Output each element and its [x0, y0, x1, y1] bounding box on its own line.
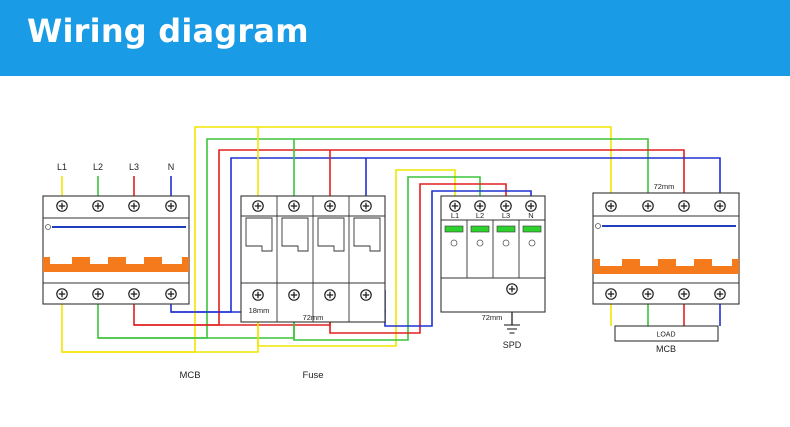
spd-block	[440, 195, 546, 334]
wires	[61, 126, 721, 353]
label-n: N	[168, 162, 175, 172]
page-title: Wiring diagram	[27, 12, 309, 50]
screw-icon	[288, 289, 300, 301]
screw-icon	[605, 288, 617, 300]
spd-label: SPD	[503, 340, 522, 350]
fuse-block	[240, 195, 386, 323]
wiring-diagram: L1 L2 L3 N MCB	[42, 126, 740, 381]
screw-icon	[56, 200, 68, 212]
title-banner: Wiring diagram	[0, 0, 790, 76]
screw-icon	[360, 200, 372, 212]
wire-green-fuse-to-spd	[293, 176, 481, 341]
spd-dim-72mm: 72mm	[482, 313, 503, 322]
spd-terminal-n: N	[528, 211, 533, 220]
spd-terminal-l3: L3	[502, 211, 510, 220]
ground-icon	[504, 324, 520, 334]
load-label: LOAD	[656, 332, 675, 339]
screw-icon	[714, 288, 726, 300]
mcb-left-handles	[43, 257, 189, 272]
wire-yellow-fuse-to-spd	[257, 169, 456, 347]
wire-yellow-top-route	[62, 126, 612, 353]
screw-icon	[474, 200, 486, 212]
mcb-right-label: MCB	[656, 344, 676, 354]
screw-icon	[714, 200, 726, 212]
wire-red-top-route	[134, 149, 685, 326]
mcb-right	[592, 192, 740, 305]
screw-icon	[165, 288, 177, 300]
load-box	[614, 325, 719, 342]
screw-icon	[288, 200, 300, 212]
mcb-left-label: MCB	[179, 370, 200, 381]
mcb-right-handles	[593, 259, 739, 274]
screw-icon	[642, 288, 654, 300]
screw-icon	[500, 200, 512, 212]
screw-icon	[252, 289, 264, 301]
screw-icon	[605, 200, 617, 212]
wire-blue-top-route	[171, 157, 721, 313]
screw-icon	[678, 200, 690, 212]
screw-icon	[324, 200, 336, 212]
spd-terminal-l1: L1	[451, 211, 459, 220]
label-l3: L3	[129, 162, 139, 172]
screw-icon	[449, 200, 461, 212]
wire-red-fuse-to-spd	[329, 183, 507, 334]
screw-icon	[128, 288, 140, 300]
fuse-label: Fuse	[302, 370, 323, 381]
screw-icon	[360, 289, 372, 301]
label-l1: L1	[57, 162, 67, 172]
wire-blue-fuse-to-spd	[384, 190, 532, 327]
fuse-holders	[245, 217, 381, 252]
screw-icon	[506, 283, 518, 295]
screw-icon	[678, 288, 690, 300]
wire-green-top-route	[98, 138, 649, 339]
screw-icon	[642, 200, 654, 212]
spd-indicator-windows	[444, 225, 542, 233]
screw-icon	[525, 200, 537, 212]
screw-icon	[165, 200, 177, 212]
fuse-dim-18mm: 18mm	[249, 306, 270, 315]
screw-icon	[92, 288, 104, 300]
screw-icon	[128, 200, 140, 212]
spd-terminal-l2: L2	[476, 211, 484, 220]
mcb-left	[42, 195, 190, 305]
label-l2: L2	[93, 162, 103, 172]
mcb-right-dim-72mm: 72mm	[654, 182, 675, 191]
fuse-dim-72mm: 72mm	[303, 313, 324, 322]
screw-icon	[252, 200, 264, 212]
screw-icon	[324, 289, 336, 301]
screw-icon	[56, 288, 68, 300]
screw-icon	[92, 200, 104, 212]
